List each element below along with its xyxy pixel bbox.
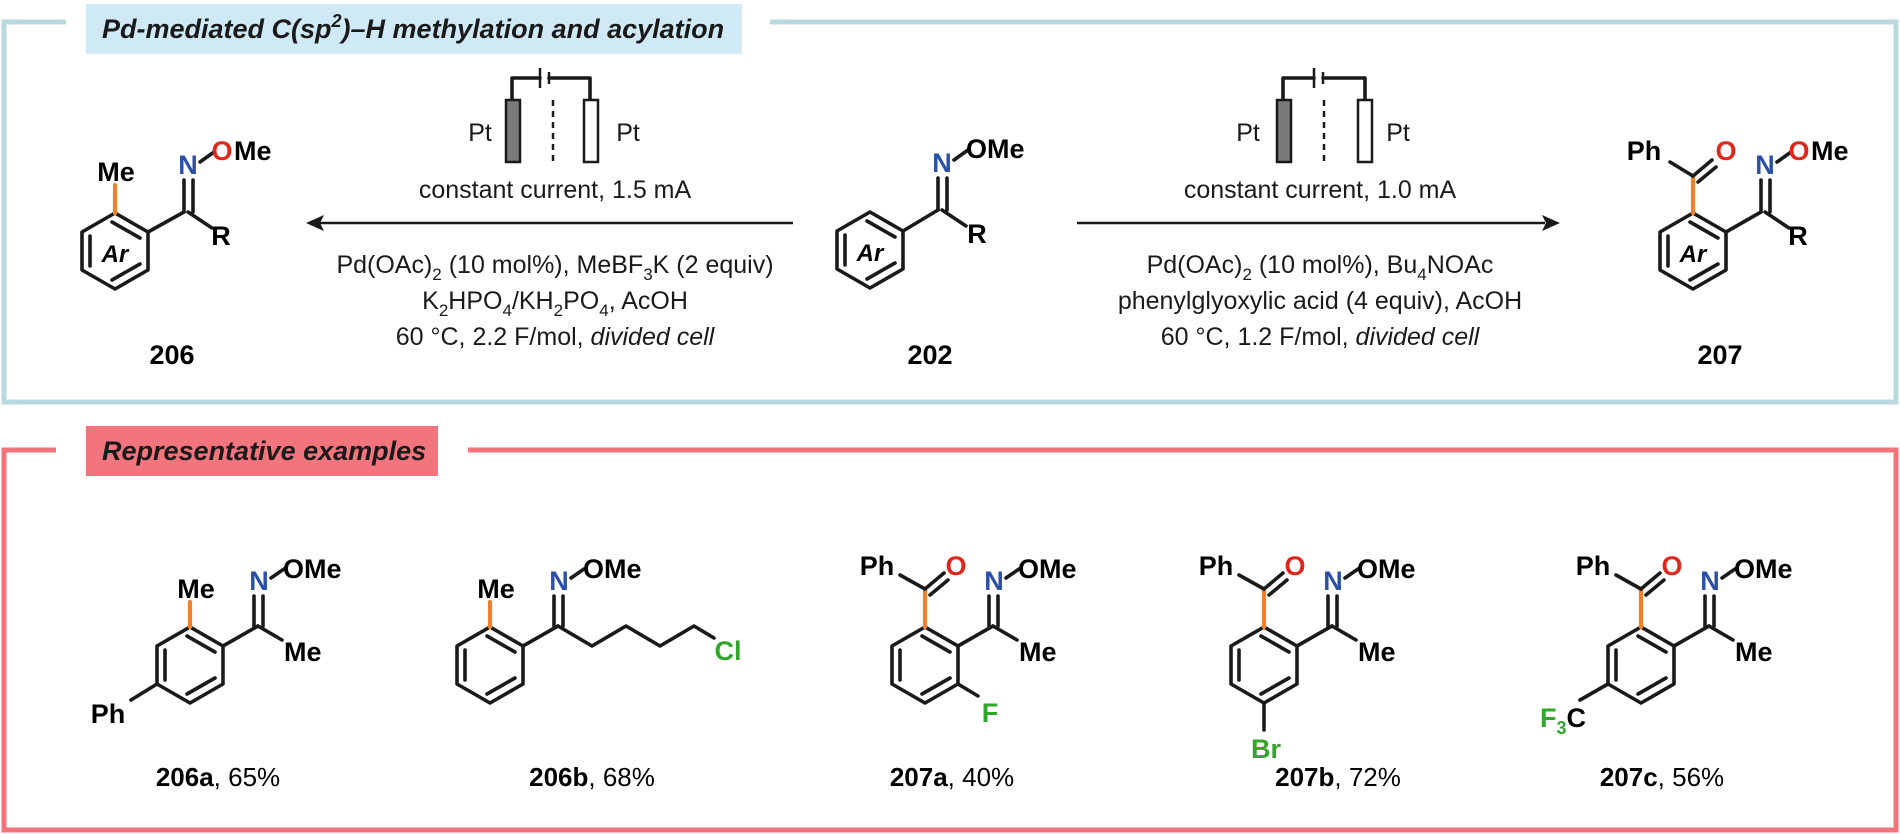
right-electrolysis-setup: Pt Pt — [1236, 68, 1410, 164]
left-conditions-line3: 60 °C, 2.2 F/mol, divided cell — [396, 323, 716, 351]
methoxy-label: OMe — [1018, 554, 1077, 584]
oxygen-label: O — [1788, 136, 1809, 166]
substrate-202-structure: Ar R N OMe 202 — [835, 134, 1025, 370]
r-label: R — [967, 219, 987, 249]
carbonyl-oxygen-label: O — [1661, 551, 1682, 581]
bromine-label: Br — [1251, 734, 1281, 764]
methoxy-label: OMe — [1734, 554, 1793, 584]
pt-anode-label: Pt — [1236, 119, 1260, 147]
right-conditions-line1: Pd(OAc)2 (10 mol%), Bu4NOAc — [1147, 251, 1494, 284]
bottom-panel-title: Representative examples — [102, 436, 426, 466]
nitrogen-label: N — [932, 148, 952, 178]
electrode-dark-icon — [504, 98, 522, 164]
compound-207-label: 207 — [1697, 340, 1742, 370]
methoxy-label: OMe — [583, 554, 642, 584]
methoxy-label: OMe — [1357, 554, 1416, 584]
example-206a-structure: Me Ph Me N OMe — [91, 554, 342, 729]
example-207b-structure: Ph O Br Me N OMe — [1199, 551, 1416, 764]
example-207a-structure: Ph O F Me N OMe — [860, 551, 1077, 728]
carbonyl-oxygen-label: O — [945, 551, 966, 581]
ar-label: Ar — [1679, 241, 1708, 268]
nitrogen-label: N — [1323, 566, 1343, 596]
left-electrolysis-setup: Pt Pt — [468, 68, 640, 164]
nitrogen-label: N — [549, 566, 569, 596]
compound-202-label: 202 — [907, 340, 952, 370]
example-207c-structure: Ph O F3C Me N OMe — [1540, 551, 1793, 738]
top-panel-frame — [1, 19, 1899, 405]
chlorine-label: Cl — [715, 636, 742, 666]
methyl-label: Me — [97, 157, 135, 187]
phenyl-label: Ph — [91, 699, 126, 729]
electrode-dark-icon — [1275, 98, 1293, 164]
methoxy-label: OMe — [283, 554, 342, 584]
methyl-label: Me — [1735, 637, 1773, 667]
carbonyl-oxygen-label: O — [1715, 136, 1736, 166]
methyl-label: Me — [284, 637, 322, 667]
oxygen-label: O — [211, 136, 232, 166]
right-current-text: constant current, 1.0 mA — [1184, 176, 1457, 204]
example-207a-caption: 207a, 40% — [890, 762, 1014, 792]
example-206b-caption: 206b, 68% — [529, 762, 655, 792]
compound-206-label: 206 — [149, 340, 194, 370]
nitrogen-label: N — [178, 150, 198, 180]
pt-cathode-label: Pt — [1386, 119, 1410, 147]
ar-label: Ar — [856, 240, 885, 267]
right-conditions-line3: 60 °C, 1.2 F/mol, divided cell — [1161, 323, 1481, 351]
phenyl-label: Ph — [860, 551, 895, 581]
example-206b-structure: Me Cl N OMe — [455, 554, 742, 705]
electrode-light-icon — [582, 98, 600, 164]
carbonyl-oxygen-label: O — [1284, 551, 1305, 581]
ar-label: Ar — [101, 241, 130, 268]
methyl-label: Me — [1358, 637, 1396, 667]
electrode-light-icon — [1356, 98, 1374, 164]
phenyl-label: Ph — [1627, 136, 1662, 166]
methoxy-label: Me — [234, 136, 272, 166]
left-conditions-line1: Pd(OAc)2 (10 mol%), MeBF3K (2 equiv) — [336, 251, 773, 284]
right-conditions-line2: phenylglyoxylic acid (4 equiv), AcOH — [1118, 287, 1522, 315]
methoxy-label: OMe — [966, 134, 1025, 164]
methyl-label: Me — [477, 574, 515, 604]
left-arrowhead — [306, 215, 324, 231]
example-206a-caption: 206a, 65% — [156, 762, 280, 792]
left-conditions-line2: K2HPO4/KH2PO4, AcOH — [422, 287, 688, 320]
bottom-panel-title-bg — [86, 426, 438, 476]
pt-cathode-label: Pt — [616, 119, 640, 147]
nitrogen-label: N — [249, 566, 269, 596]
phenyl-label: Ph — [1576, 551, 1611, 581]
top-panel-title: Pd-mediated C(sp2)–H methylation and acy… — [102, 11, 724, 44]
nitrogen-label: N — [1755, 150, 1775, 180]
pt-anode-label: Pt — [468, 119, 492, 147]
top-panel-title-bg — [86, 4, 742, 54]
bottom-panel-frame — [1, 447, 1899, 833]
trifluoromethyl-label: F3C — [1540, 703, 1586, 738]
phenyl-label: Ph — [1199, 551, 1234, 581]
example-207c-caption: 207c, 56% — [1600, 762, 1724, 792]
r-label: R — [1788, 221, 1808, 251]
right-arrowhead — [1542, 215, 1560, 231]
r-label: R — [211, 221, 231, 251]
example-207b-caption: 207b, 72% — [1275, 762, 1401, 792]
methoxy-label: Me — [1811, 136, 1849, 166]
methyl-label: Me — [177, 574, 215, 604]
left-current-text: constant current, 1.5 mA — [419, 176, 692, 204]
fluorine-label: F — [982, 698, 999, 728]
product-207-structure: Ar Ph O R N O Me 207 — [1627, 136, 1849, 370]
nitrogen-label: N — [984, 566, 1004, 596]
nitrogen-label: N — [1700, 566, 1720, 596]
methyl-label: Me — [1019, 637, 1057, 667]
product-206-structure: Ar Me R N O Me 206 — [80, 136, 272, 370]
